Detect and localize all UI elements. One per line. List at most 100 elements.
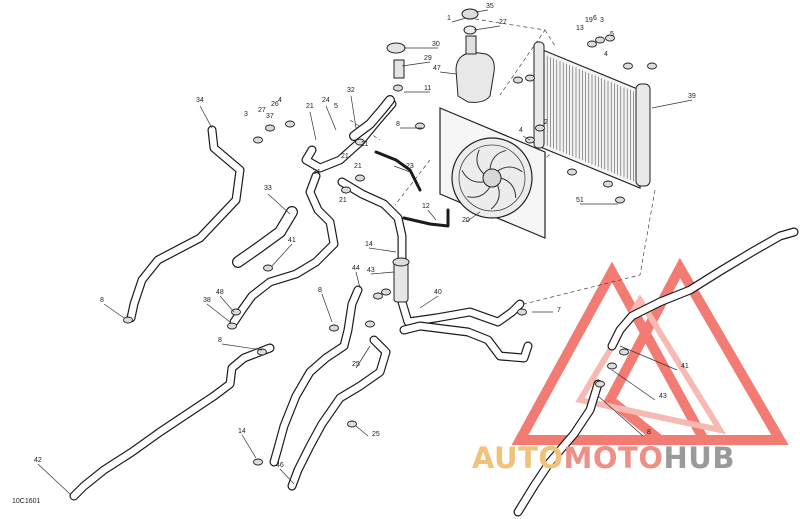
callout-34: 34	[196, 97, 204, 104]
callout-47: 47	[433, 65, 441, 72]
hose-48-lower	[399, 321, 533, 363]
fan-assembly	[439, 107, 546, 239]
clamp-12	[341, 186, 351, 194]
bolt-rad-low	[603, 180, 613, 188]
logo-triangle-left	[511, 261, 713, 445]
callout-8: 8	[318, 287, 322, 294]
clamp-43r	[619, 348, 629, 356]
hardware	[123, 34, 657, 466]
thermostat-housing	[392, 257, 410, 303]
clamp-11-a	[393, 84, 403, 92]
callout-26: 26	[271, 101, 279, 108]
callout-38: 38	[203, 297, 211, 304]
bolt-6	[605, 34, 615, 42]
callout-41: 41	[681, 363, 689, 370]
callout-23: 23	[406, 163, 414, 170]
callout-11: 11	[361, 141, 368, 148]
callout-7: 7	[557, 307, 561, 314]
callout-8: 8	[100, 297, 104, 304]
callout-21: 21	[306, 103, 314, 110]
bolt-13	[587, 40, 597, 48]
radiator	[533, 41, 651, 189]
callout-8: 8	[647, 429, 651, 436]
clamp-6	[415, 122, 425, 130]
bolt-4	[513, 76, 523, 84]
callout-8: 8	[396, 121, 400, 128]
clamp-8-d	[517, 308, 527, 316]
callout-14: 14	[238, 428, 246, 435]
clamp-8-a	[123, 316, 133, 324]
hose-43-right	[607, 227, 799, 351]
callout-25: 25	[352, 361, 360, 368]
watermark-part-auto: AUTO	[472, 441, 564, 475]
bolt-5-rad	[647, 62, 657, 70]
callout-48: 48	[216, 289, 224, 296]
callout-43: 43	[659, 393, 667, 400]
clamp-25	[257, 348, 267, 356]
callout-2: 2	[544, 119, 548, 126]
callout-14: 14	[365, 241, 373, 248]
callout-11: 11	[424, 85, 431, 92]
hose-21-mid	[229, 171, 339, 327]
hose-41	[232, 206, 298, 268]
callout-42: 42	[34, 457, 42, 464]
hose-44	[337, 177, 407, 267]
clamp-40b	[373, 292, 383, 300]
callout-5: 5	[334, 103, 338, 110]
callout-32: 32	[347, 87, 355, 94]
watermark-part-hub: HUB	[663, 441, 735, 475]
callout-40: 40	[434, 289, 442, 296]
callout-29: 29	[424, 55, 432, 62]
hose-41-lower	[287, 335, 391, 491]
callout-27: 27	[258, 107, 266, 114]
callout-37: 37	[266, 113, 274, 120]
clamp-14-a	[263, 264, 273, 272]
watermark-text: AUTOMOTOHUB	[472, 441, 735, 475]
bolt-5-a	[535, 124, 545, 132]
callout-4: 4	[278, 97, 282, 104]
mount-33	[567, 168, 577, 176]
callout-8: 8	[218, 337, 222, 344]
callout-21: 21	[339, 197, 347, 204]
callout-5: 5	[610, 31, 614, 38]
leader-lines	[37, 9, 693, 495]
callout-46: 46	[276, 462, 284, 469]
callout-3: 3	[244, 111, 248, 118]
callout-20: 20	[462, 217, 470, 224]
bolt-33	[615, 196, 625, 204]
callout-33: 33	[264, 185, 272, 192]
clamp-25r	[607, 362, 617, 370]
callout-6: 6	[593, 15, 597, 22]
bolt-5-b	[525, 74, 535, 82]
clamp-40	[381, 288, 391, 296]
callout-41: 41	[288, 237, 296, 244]
hose-25	[69, 343, 275, 501]
clamp-41	[365, 320, 375, 328]
hose-20	[402, 208, 450, 228]
clamp-23	[355, 174, 365, 182]
callout-13: 13	[576, 25, 584, 32]
logo-triangle-right	[603, 257, 789, 445]
callout-4: 4	[604, 51, 608, 58]
callout-31: 31	[313, 169, 321, 176]
callout-3: 3	[600, 17, 604, 24]
callout-43: 43	[367, 267, 375, 274]
coolant-hoses	[69, 95, 799, 517]
hose-42	[513, 379, 603, 517]
clamp-11-b	[355, 138, 365, 146]
callout-27: 27	[499, 19, 507, 26]
callout-4: 4	[519, 127, 523, 134]
callout-12: 12	[422, 203, 430, 210]
callout-21: 21	[341, 153, 349, 160]
clamp-7	[329, 324, 339, 332]
callout-1: 1	[447, 15, 451, 22]
callout-51: 51	[576, 197, 584, 204]
bolt-27	[265, 124, 275, 132]
watermark-logo	[511, 257, 789, 445]
callout-44: 44	[352, 265, 360, 272]
callout-21: 21	[354, 163, 362, 170]
clamp-8-c	[253, 458, 263, 466]
